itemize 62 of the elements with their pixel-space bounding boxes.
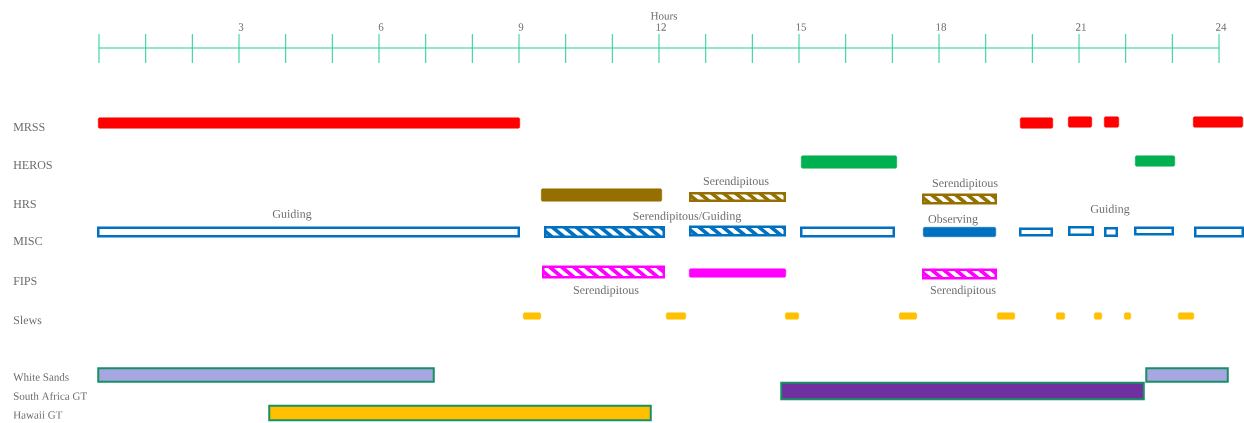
tick-label: 15 [796, 23, 807, 31]
tick-label: 18 [936, 23, 947, 31]
timeline-bar [1134, 226, 1174, 236]
hatched-bar [689, 225, 786, 237]
timeline-bar [666, 312, 686, 320]
row-label: HRS [13, 199, 36, 209]
bar-label: Serendipitous [703, 176, 769, 188]
timeline-bar [97, 226, 520, 238]
timeline-bar [1104, 227, 1118, 237]
bar-label: Serendipitous [930, 285, 996, 297]
hatched-bar [922, 268, 997, 280]
bar-label: Serendipitous [573, 285, 639, 297]
row-label: FIPS [13, 276, 37, 286]
row-label: Slews [14, 315, 42, 325]
timeline-bar [785, 312, 799, 320]
timeline-bar [780, 381, 1145, 401]
row-label: Hawaii GT [13, 411, 63, 419]
bar-label: Guiding [272, 209, 312, 221]
bar-label: Observing [928, 214, 978, 226]
timeline-bar [1094, 312, 1102, 320]
row-label: MRSS [13, 122, 45, 132]
tick-label: 9 [518, 23, 524, 31]
timeline-bar [541, 188, 662, 202]
timeline-bar [97, 367, 435, 383]
tick-label: 24 [1216, 23, 1227, 31]
timeline-bar [1124, 312, 1131, 320]
tick-label: 3 [238, 23, 244, 31]
row-label: MISC [13, 236, 42, 246]
timeline-bar [1135, 155, 1175, 167]
timeline-bar [1145, 367, 1229, 383]
bar-label: Guiding [1090, 204, 1130, 216]
timeline-bar [1068, 226, 1094, 236]
timeline-bar [1056, 312, 1065, 320]
timeline-bar [923, 227, 996, 237]
timeline-bar [1193, 116, 1243, 128]
row-label: HEROS [13, 160, 52, 170]
timeline-bar [689, 268, 786, 278]
timeline-bar [1194, 226, 1244, 238]
timeline-bar [268, 404, 652, 422]
timeline-bar [1178, 312, 1194, 320]
tick-label: 12 [656, 23, 666, 31]
timeline-bar [801, 155, 897, 169]
hatched-bar [922, 193, 997, 205]
timeline-bar [1020, 117, 1053, 129]
bar-label: Serendipitous/Guiding [633, 211, 742, 223]
timeline-bar [1068, 116, 1092, 128]
tick-label: 6 [378, 23, 384, 31]
hatched-bar [544, 226, 665, 238]
bar-label: Serendipitous [932, 178, 998, 190]
timeline-bar [800, 226, 895, 238]
timeline-bar [98, 117, 520, 129]
timeline-bar [899, 312, 917, 320]
timeline-bar [1104, 116, 1119, 128]
tick-label: 21 [1076, 23, 1086, 31]
timeline-bar [1019, 227, 1053, 237]
hatched-bar [542, 265, 665, 279]
hatched-bar [689, 192, 786, 202]
axis-title: Hours [650, 12, 678, 20]
timeline-bar [523, 312, 541, 320]
row-label: South Africa GT [13, 392, 87, 400]
row-label: White Sands [13, 373, 69, 381]
timeline-bar [997, 312, 1015, 320]
